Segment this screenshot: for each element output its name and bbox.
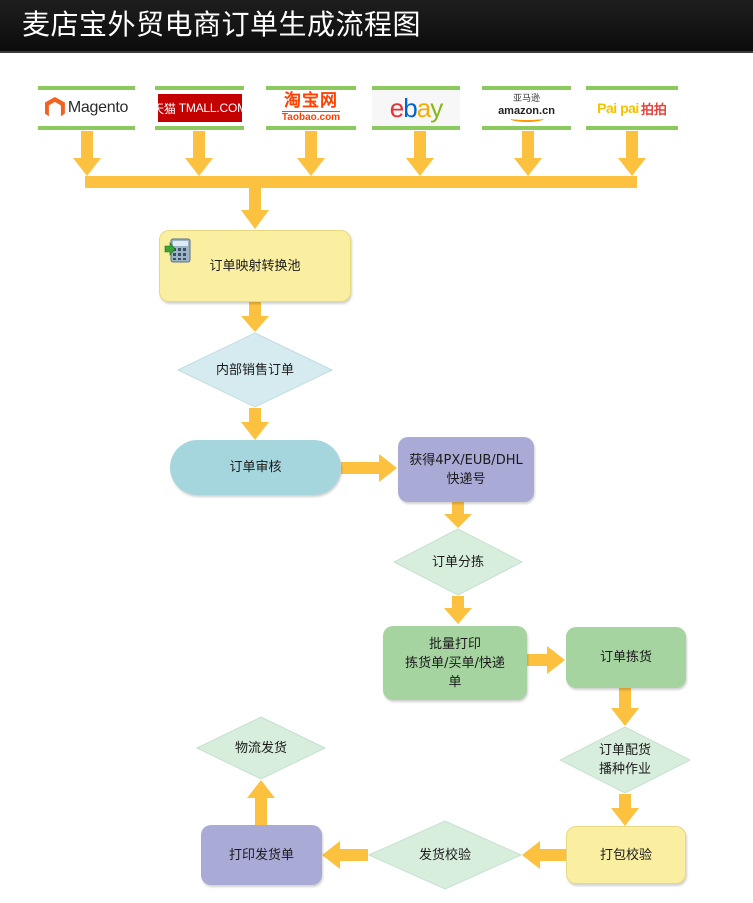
logistics-shipping-node: 物流发货 — [196, 716, 326, 780]
paipai-logo-cn: 拍拍 — [640, 102, 667, 118]
amazon-smile-icon — [509, 115, 544, 122]
arrow-allocation-to-pack — [611, 794, 639, 826]
order-mapping-pool-label: 订单映射转换池 — [209, 258, 301, 274]
arrow-taobao-down — [297, 131, 325, 176]
internal-sales-order-label: 内部销售订单 — [215, 362, 294, 378]
batch-print-label-2: 拣货单/买单/快递 — [405, 655, 505, 671]
arrow-tmall-down — [185, 131, 213, 176]
order-allocation-label-2: 播种作业 — [598, 762, 651, 777]
order-allocation-label-1: 订单配货 — [598, 743, 651, 758]
get-tracking-number-label-2: 快递号 — [446, 471, 486, 487]
print-shipping-doc-node: 打印发货单 — [201, 825, 322, 885]
arrow-pool-to-sales — [241, 302, 269, 332]
arrow-ebay-down — [406, 131, 434, 176]
logistics-shipping-label: 物流发货 — [234, 740, 287, 756]
arrow-pack-to-shipment — [522, 841, 566, 869]
arrow-shipment-to-printdoc — [322, 841, 368, 869]
ebay-logo: ebay — [372, 86, 460, 130]
order-sorting-label: 订单分拣 — [431, 554, 484, 570]
get-tracking-number-label-1: 获得4PX/EUB/DHL — [409, 452, 523, 468]
pack-verify-node: 打包校验 — [566, 826, 686, 884]
tmall-logo: 天猫 TMALL.COM — [155, 86, 244, 130]
pack-verify-label: 打包校验 — [599, 847, 652, 863]
arrow-sorting-to-print — [444, 596, 472, 624]
tmall-logo-box: 天猫 TMALL.COM — [155, 94, 244, 122]
batch-print-label-1: 批量打印 — [428, 636, 481, 652]
taobao-logo: 淘宝网 Taobao.com — [266, 86, 356, 130]
taobao-logo-en: Taobao.com — [281, 111, 341, 123]
order-mapping-pool-node: 订单映射转换池 — [159, 230, 351, 302]
shipment-verify-label: 发货校验 — [418, 847, 471, 863]
amazon-logo: 亚马逊 amazon.cn — [482, 86, 571, 130]
amazon-logo-en: amazon.cn — [498, 105, 555, 117]
print-shipping-doc-label: 打印发货单 — [228, 847, 294, 863]
batch-print-node: 批量打印 拣货单/买单/快递 单 — [383, 626, 527, 700]
internal-sales-order-node: 内部销售订单 — [177, 332, 333, 408]
tmall-logo-en: TMALL.COM — [178, 101, 244, 115]
ebay-logo-text: ebay — [389, 92, 443, 124]
arrow-print-to-picking — [527, 646, 565, 674]
arrow-tracking-to-sorting — [444, 502, 472, 528]
taobao-logo-cn: 淘宝网 — [284, 91, 338, 111]
arrow-review-to-tracking — [341, 454, 397, 482]
order-review-label: 订单审核 — [229, 460, 282, 475]
arrow-merge-to-pool — [241, 188, 269, 229]
order-picking-label: 订单拣货 — [599, 650, 652, 665]
arrow-magento-down — [73, 131, 101, 176]
arrow-sales-to-review — [241, 408, 269, 440]
merge-bar — [85, 176, 637, 188]
tmall-logo-cn: 天猫 — [155, 101, 176, 116]
magento-mark-icon — [44, 97, 65, 117]
paipai-logo: Pai pai 拍拍 — [586, 86, 678, 130]
arrow-amazon-down — [514, 131, 542, 176]
ebay-letter-y: y — [430, 92, 443, 123]
magento-logo-text: Magento — [67, 99, 129, 116]
get-tracking-number-node: 获得4PX/EUB/DHL 快递号 — [398, 437, 534, 502]
arrow-printdoc-to-logistics — [247, 780, 275, 825]
arrow-picking-to-allocation — [611, 688, 639, 726]
title-bar: 麦店宝外贸电商订单生成流程图 — [0, 0, 753, 53]
order-sorting-node: 订单分拣 — [393, 528, 523, 596]
batch-print-label-3: 单 — [448, 674, 462, 690]
amazon-logo-cn: 亚马逊 — [512, 94, 540, 104]
calculator-icon — [164, 238, 191, 263]
ebay-letter-e: e — [389, 92, 405, 123]
magento-logo: Magento — [38, 86, 135, 130]
arrow-paipai-down — [618, 131, 646, 176]
page-title: 麦店宝外贸电商订单生成流程图 — [22, 8, 422, 41]
ebay-letter-a: a — [416, 92, 432, 123]
order-picking-node: 订单拣货 — [566, 627, 686, 688]
order-review-node: 订单审核 — [170, 440, 341, 495]
shipment-verify-node: 发货校验 — [368, 820, 522, 890]
ebay-letter-b: b — [403, 92, 418, 123]
order-allocation-node: 订单配货 播种作业 — [559, 726, 691, 794]
paipai-logo-en: Pai pai — [597, 100, 639, 116]
